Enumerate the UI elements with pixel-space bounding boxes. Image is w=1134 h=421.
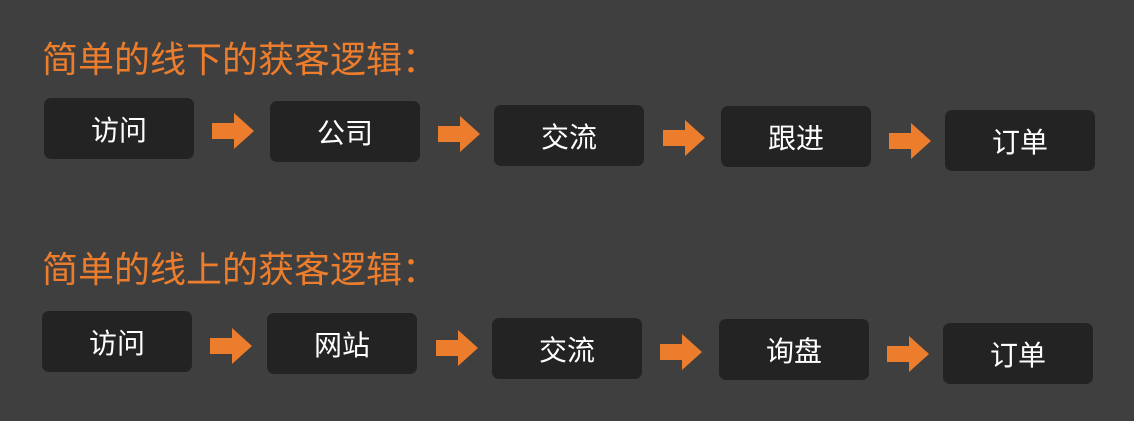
right-arrow-icon — [438, 116, 480, 152]
offline-flow: 访问 公司 交流 跟进 订单 — [0, 96, 1134, 176]
online-step-2: 网站 — [267, 313, 417, 374]
right-arrow-icon — [889, 123, 931, 159]
offline-section-title: 简单的线下的获客逻辑： — [42, 40, 439, 81]
offline-step-4: 跟进 — [721, 106, 871, 167]
offline-step-1: 访问 — [44, 98, 194, 159]
right-arrow-icon — [212, 113, 254, 149]
online-step-1: 访问 — [42, 311, 192, 372]
online-step-3: 交流 — [492, 318, 642, 379]
online-step-5: 订单 — [943, 323, 1093, 384]
right-arrow-icon — [436, 330, 478, 366]
offline-step-3: 交流 — [494, 105, 644, 166]
right-arrow-icon — [663, 120, 705, 156]
right-arrow-icon — [210, 328, 252, 364]
online-flow: 访问 网站 交流 询盘 订单 — [0, 309, 1134, 389]
offline-step-2: 公司 — [270, 101, 420, 162]
online-section-title: 简单的线上的获客逻辑： — [42, 250, 439, 291]
offline-step-5: 订单 — [945, 110, 1095, 171]
right-arrow-icon — [887, 336, 929, 372]
online-step-4: 询盘 — [719, 319, 869, 380]
right-arrow-icon — [660, 334, 702, 370]
